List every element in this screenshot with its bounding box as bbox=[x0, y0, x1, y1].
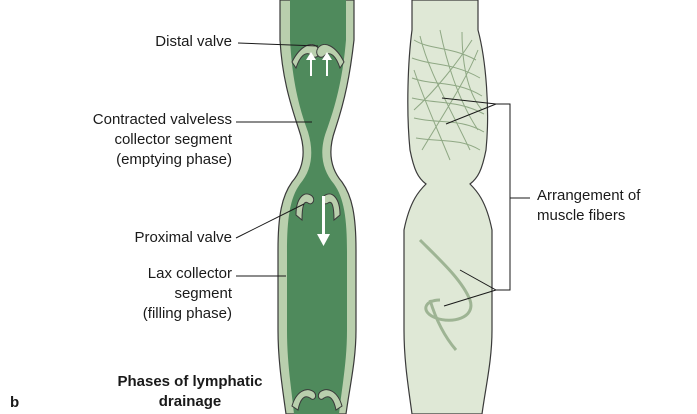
muscle-fiber-vessel bbox=[404, 0, 492, 414]
panel-letter: b bbox=[10, 394, 19, 411]
label-distal-valve: Distal valve bbox=[112, 32, 232, 52]
figure-title: Phases of lymphatic drainage bbox=[100, 372, 280, 412]
label-proximal-valve: Proximal valve bbox=[82, 228, 232, 248]
label-lax-segment: Lax collector segment (filling phase) bbox=[102, 264, 232, 324]
label-contracted-segment: Contracted valveless collector segment (… bbox=[32, 110, 232, 170]
collector-vessel-section bbox=[278, 0, 356, 414]
label-muscle-fibers: Arrangement of muscle fibers bbox=[537, 186, 687, 226]
